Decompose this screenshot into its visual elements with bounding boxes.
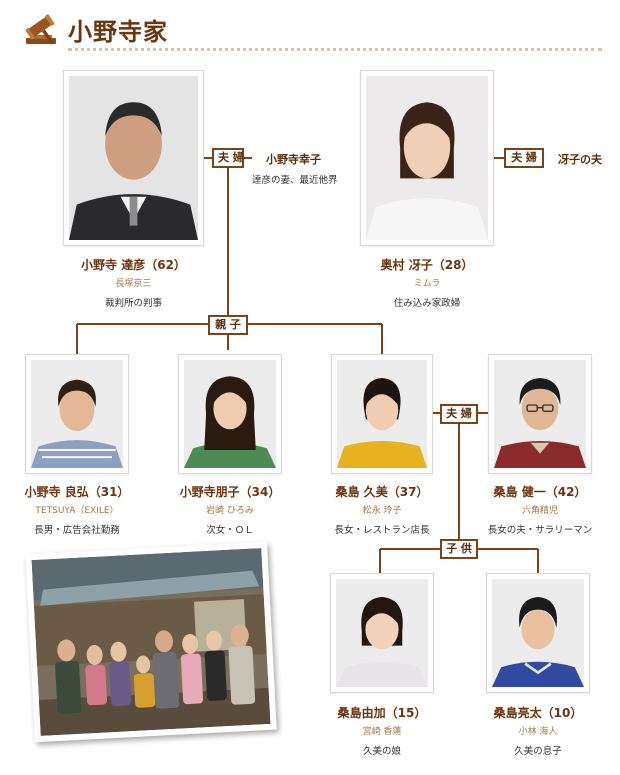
photo-tomoko xyxy=(178,354,282,474)
family-group-photo xyxy=(25,541,277,743)
page-title: 小野寺家 xyxy=(68,18,168,46)
saeko-spouse-label: 冴子の夫 xyxy=(558,153,602,166)
photo-kumi xyxy=(331,354,433,474)
person-name: 奥村 冴子（28） xyxy=(380,258,474,272)
person-yoshihiro: 小野寺 良弘（31） TETSUYA（EXILE） 長男・広告会社勤務 xyxy=(15,483,139,536)
actor-name: 長塚京三 xyxy=(115,279,152,289)
actor-name: 松永 玲子 xyxy=(362,506,402,516)
person-name: 桑島亮太（10） xyxy=(493,706,583,720)
relation-couple-tag: 夫 婦 xyxy=(440,404,478,424)
person-name: 小野寺 達彦（62） xyxy=(81,258,186,272)
actor-name: 岩崎 ひろみ xyxy=(206,506,254,516)
person-role: 次女・ＯＬ xyxy=(206,525,254,536)
gavel-icon xyxy=(25,14,56,45)
relation-children-tag: 子 供 xyxy=(440,539,478,559)
person-saeko: 奥村 冴子（28） ミムラ 住み込み家政婦 xyxy=(360,256,494,309)
person-role: 住み込み家政婦 xyxy=(393,298,461,309)
actor-name: 六角精児 xyxy=(521,506,558,516)
relation-couple-tag: 夫 婦 xyxy=(212,148,244,168)
person-yuka: 桑島由加（15） 宮崎 香蓮 久美の娘 xyxy=(320,704,444,757)
person-name: 小野寺 良弘（31） xyxy=(24,485,130,499)
relation-couple-tag: 夫 婦 xyxy=(504,148,544,168)
person-role: 長女・レストラン店長 xyxy=(334,525,430,536)
person-role: 久美の娘 xyxy=(362,746,401,757)
person-name: 桑島 久美（37） xyxy=(335,485,429,499)
actor-name: ミムラ xyxy=(413,279,441,289)
person-tatsuhiko: 小野寺 達彦（62） 長塚京三 裁判所の判事 xyxy=(63,256,204,309)
actor-name: 宮崎 香蓮 xyxy=(362,727,402,737)
person-name: 小野寺朋子（34） xyxy=(179,485,281,499)
photo-kenichi xyxy=(488,354,592,474)
person-kenichi: 桑島 健一（42） 六角精児 長女の夫・サラリーマン xyxy=(474,483,606,536)
person-name: 桑島 健一（42） xyxy=(493,485,587,499)
person-ryota: 桑島亮太（10） 小林 海人 久美の息子 xyxy=(476,704,600,757)
actor-name: TETSUYA（EXILE） xyxy=(35,506,119,516)
person-tomoko: 小野寺朋子（34） 岩崎 ひろみ 次女・ＯＬ xyxy=(168,483,292,536)
photo-tatsuhiko xyxy=(63,70,204,246)
person-kumi: 桑島 久美（37） 松永 玲子 長女・レストラン店長 xyxy=(317,483,447,536)
spouse-role: 達彦の妻、最近他界 xyxy=(252,175,338,186)
person-role: 長男・広告会社勤務 xyxy=(34,525,120,536)
person-role: 久美の息子 xyxy=(514,746,562,757)
person-role: 裁判所の判事 xyxy=(104,298,162,309)
photo-yoshihiro xyxy=(25,354,129,474)
actor-name: 小林 海人 xyxy=(518,727,558,737)
person-name: 桑島由加（15） xyxy=(337,706,427,720)
photo-saeko xyxy=(360,70,494,246)
person-role: 長女の夫・サラリーマン xyxy=(487,525,593,536)
photo-yuka xyxy=(330,573,434,693)
spouse-name: 小野寺幸子 xyxy=(266,153,321,166)
photo-ryota xyxy=(486,573,590,693)
title-divider xyxy=(68,48,602,51)
relation-parent-child-tag: 親 子 xyxy=(208,315,248,335)
header: 小野寺家 xyxy=(0,0,620,60)
